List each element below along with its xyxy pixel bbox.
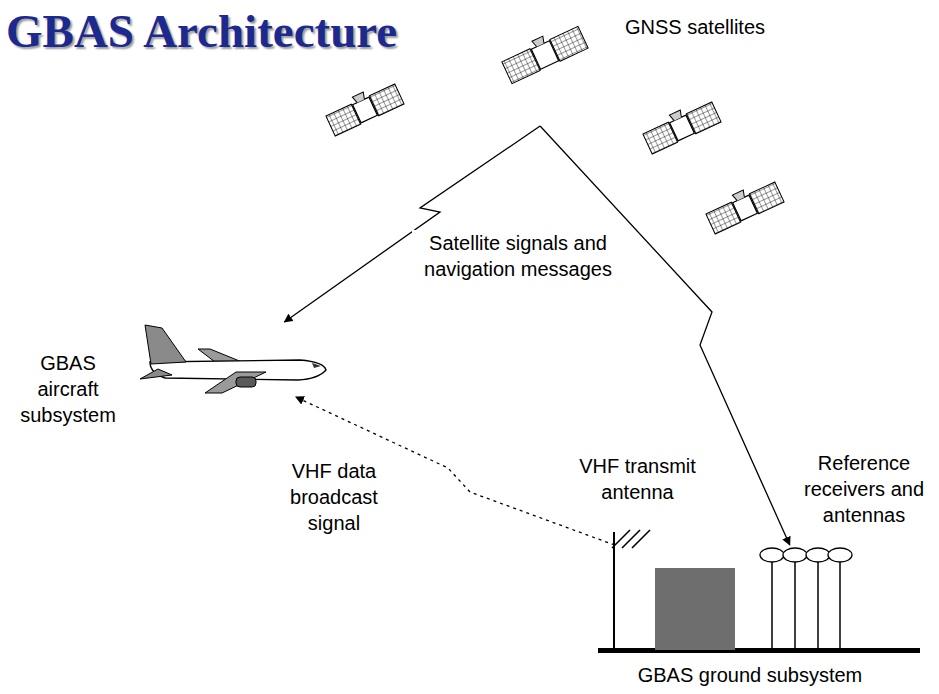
- component-label: Reference receivers and antennas: [798, 450, 930, 528]
- satellite-icon: [323, 79, 404, 136]
- signal-arrow: [540, 126, 790, 545]
- component-label: GBAS aircraft subsystem: [8, 350, 128, 428]
- signal-label: VHF data broadcast signal: [278, 458, 390, 536]
- ground-station: [598, 530, 920, 653]
- system-region: GBAS aircraft subsystem: [140, 322, 330, 397]
- diagram-title: GBAS Architecture: [6, 4, 397, 58]
- component-label: VHF transmit antenna: [570, 453, 705, 505]
- satellite-icon: [499, 21, 588, 84]
- system-region: GNSS satellites: [490, 10, 790, 126]
- signal-arrow: [284, 126, 540, 322]
- aircraft-icon: [140, 325, 326, 393]
- signal-label: Satellite signals and navigation message…: [412, 230, 624, 282]
- system-region: VHF transmit antenna: [570, 453, 705, 545]
- component-label: GNSS satellites: [600, 14, 790, 40]
- component-label: GBAS ground subsystem: [590, 662, 910, 688]
- system-region: Reference receivers and antennas: [760, 545, 845, 650]
- satellite-icon: [703, 177, 784, 234]
- satellite-icon: [640, 97, 721, 154]
- system-region: GBAS ground subsystem VHF transmit antenn…: [560, 448, 925, 692]
